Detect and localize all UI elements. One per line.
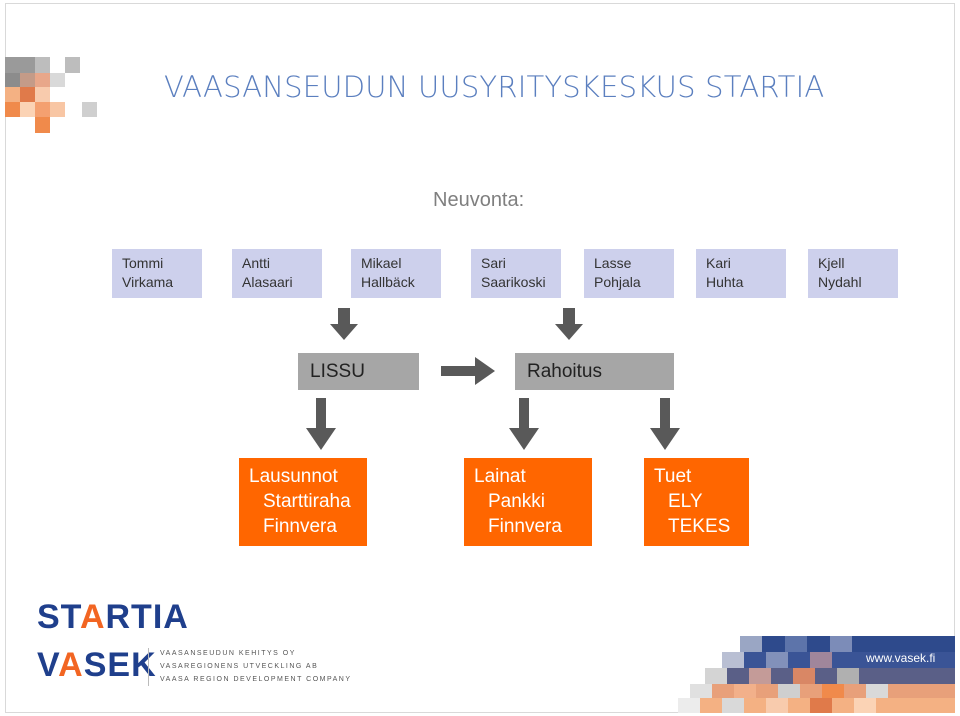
arrow-down-icon: [555, 308, 583, 340]
person-last-name: Nydahl: [818, 274, 862, 290]
arrow-right-icon: [441, 357, 495, 385]
person-last-name: Saarikoski: [481, 274, 546, 290]
person-box: Antti Alasaari: [232, 249, 322, 298]
outcome-line: Pankki: [488, 491, 546, 512]
outcome-line: Lainat: [474, 466, 526, 487]
person-box: Kari Huhta: [696, 249, 786, 298]
vasek-logo: VASEK: [37, 646, 157, 684]
person-first-name: Mikael: [361, 255, 402, 271]
person-last-name: Virkama: [122, 274, 174, 290]
website-link[interactable]: www.vasek.fi: [866, 651, 936, 665]
person-first-name: Tommi: [122, 255, 164, 271]
arrow-down-icon: [509, 398, 539, 450]
outcome-line: ELY: [668, 491, 703, 512]
person-last-name: Hallbäck: [361, 274, 415, 290]
arrow-down-icon: [650, 398, 680, 450]
person-box: Tommi Virkama: [112, 249, 202, 298]
page-title: VAASANSEUDUN UUSYRITYSKESKUS STARTIA: [164, 70, 825, 104]
person-box: Sari Saarikoski: [471, 249, 561, 298]
person-first-name: Sari: [481, 255, 506, 271]
outcome-line: Starttiraha: [263, 491, 351, 512]
outcome-box-loans: Lainat Pankki Finnvera: [464, 458, 592, 546]
slide-frame: [5, 3, 955, 713]
person-last-name: Pohjala: [594, 274, 641, 290]
outcome-line: TEKES: [668, 516, 731, 537]
arrow-down-icon: [330, 308, 358, 340]
logo-divider: [148, 648, 149, 686]
startia-logo: STARTIA: [37, 598, 189, 636]
outcome-line: Finnvera: [263, 516, 337, 537]
outcome-box-grants: Tuet ELY TEKES: [644, 458, 749, 546]
outcome-box-lissu: Lausunnot Starttiraha Finnvera: [239, 458, 367, 546]
section-subtitle: Neuvonta:: [433, 189, 525, 211]
lissu-box: LISSU: [298, 353, 419, 390]
person-first-name: Kjell: [818, 255, 845, 271]
tagline-fi: VAASANSEUDUN KEHITYS OY: [160, 650, 296, 657]
person-box: Lasse Pohjala: [584, 249, 674, 298]
person-first-name: Antti: [242, 255, 271, 271]
person-last-name: Huhta: [706, 274, 744, 290]
person-first-name: Kari: [706, 255, 731, 271]
arrow-down-icon: [306, 398, 336, 450]
person-last-name: Alasaari: [242, 274, 293, 290]
outcome-line: Lausunnot: [249, 466, 338, 487]
rahoitus-box: Rahoitus: [515, 353, 674, 390]
outcome-line: Finnvera: [488, 516, 562, 537]
person-box: Mikael Hallbäck: [351, 249, 441, 298]
outcome-line: Tuet: [654, 466, 692, 487]
person-box: Kjell Nydahl: [808, 249, 898, 298]
person-first-name: Lasse: [594, 255, 632, 271]
tagline-sv: VASAREGIONENS UTVECKLING AB: [160, 663, 319, 670]
tagline-en: VAASA REGION DEVELOPMENT COMPANY: [160, 676, 352, 683]
